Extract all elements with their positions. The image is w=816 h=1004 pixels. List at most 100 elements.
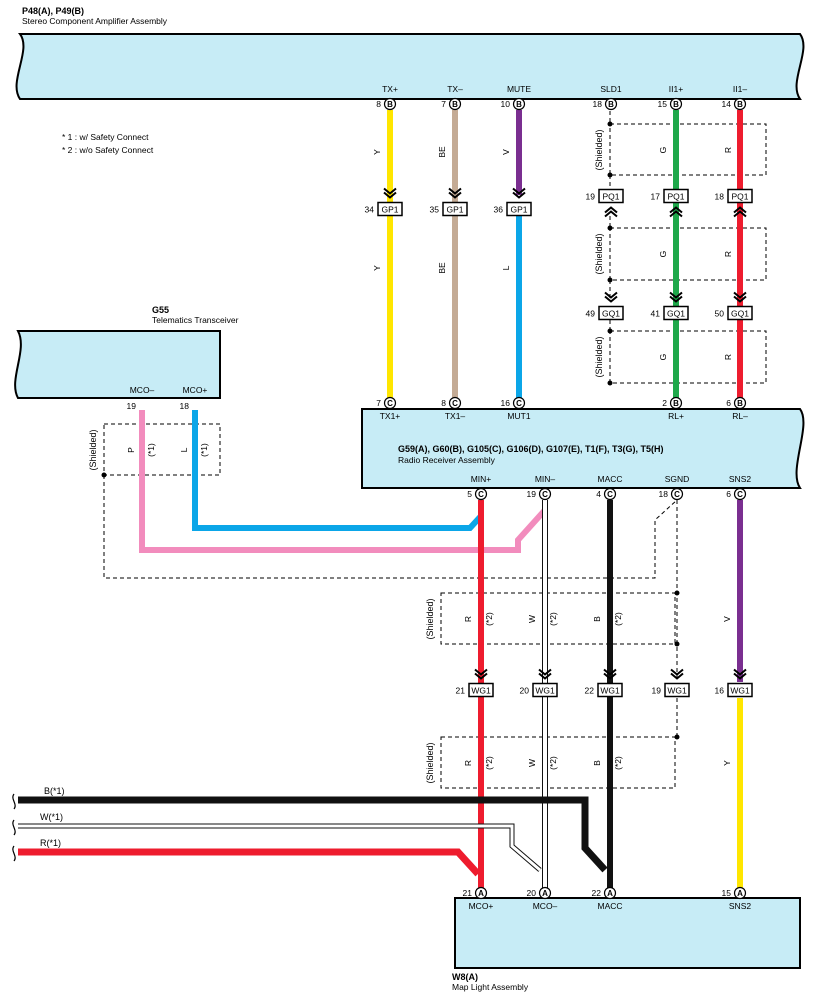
wire-ext-red xyxy=(18,848,481,877)
chevron-icon xyxy=(733,291,747,303)
chevron-icon xyxy=(512,187,526,199)
pin-number: 15 xyxy=(722,888,732,898)
pin-ring xyxy=(733,886,747,900)
pin-ring xyxy=(733,487,747,501)
pin-ring xyxy=(383,396,397,410)
junction-name: GQ1 xyxy=(731,309,749,319)
junction-box xyxy=(663,305,689,321)
pin-connector-letter: B xyxy=(452,100,458,109)
pin-label: MUTE xyxy=(507,84,531,94)
junction-box xyxy=(597,682,623,698)
pin-label: MIN– xyxy=(535,474,556,484)
junction-number: 18 xyxy=(715,192,725,202)
junction-box xyxy=(663,188,689,204)
pin-ring xyxy=(603,487,617,501)
junction-box xyxy=(727,305,753,321)
shield-joint-dot xyxy=(607,121,613,127)
pin-ring xyxy=(538,487,552,501)
note-label: (*1) xyxy=(199,443,209,457)
note-label: (*2) xyxy=(613,756,623,770)
junction-number: 49 xyxy=(586,309,596,319)
pin-label: MCO+ xyxy=(469,901,494,911)
pin-connector-letter: C xyxy=(607,490,613,499)
pin-label: TX1– xyxy=(445,411,466,421)
junction-name: PQ1 xyxy=(731,192,748,202)
junction-box xyxy=(727,188,753,204)
wire-color-label: BE xyxy=(437,146,447,158)
wire-color-label: W xyxy=(527,615,537,623)
wire-tele-mco-plus xyxy=(192,410,484,531)
pin-connector-letter: B xyxy=(673,399,679,408)
pin-ring xyxy=(383,97,397,111)
chevron-icon xyxy=(604,206,618,218)
pin-ring xyxy=(670,487,684,501)
pin-connector-letter: B xyxy=(737,399,743,408)
pin-label: MACC xyxy=(597,901,622,911)
junction-number: 19 xyxy=(586,192,596,202)
telematics-subtitle: Telematics Transceiver xyxy=(152,315,239,325)
wire-color-label: Y xyxy=(372,265,382,271)
shield-box xyxy=(609,330,767,384)
junction-name: GP1 xyxy=(381,205,398,215)
pin-ring xyxy=(474,487,488,501)
junction-name: WG1 xyxy=(730,686,750,696)
pin-number: 5 xyxy=(467,489,472,499)
pin-label: II1– xyxy=(733,84,747,94)
shield-label: (Shielded) xyxy=(594,129,604,170)
pin-number: 4 xyxy=(596,489,601,499)
junction-name: WG1 xyxy=(535,686,555,696)
pin-label: SGND xyxy=(665,474,690,484)
pin-ring xyxy=(538,886,552,900)
pin-number: 7 xyxy=(441,99,446,109)
wire-color-label: V xyxy=(501,149,511,155)
pin-connector-letter: A xyxy=(542,889,548,898)
junction-box xyxy=(468,682,494,698)
junction-name: PQ1 xyxy=(667,192,684,202)
pin-connector-letter: B xyxy=(673,100,679,109)
note-label: (*2) xyxy=(484,612,494,626)
junction-box xyxy=(598,305,624,321)
pin-connector-letter: C xyxy=(674,490,680,499)
pin-number: 19 xyxy=(527,489,537,499)
shield-box xyxy=(440,592,676,645)
pin-connector-letter: A xyxy=(607,889,613,898)
pin-ring xyxy=(604,97,618,111)
wire-color-label: R xyxy=(463,760,473,766)
junction-name: WG1 xyxy=(667,686,687,696)
pin-number: 8 xyxy=(441,398,446,408)
junction-number: 17 xyxy=(651,192,661,202)
radio-box xyxy=(361,408,805,489)
pin-connector-letter: B xyxy=(608,100,614,109)
shield-joint-dot xyxy=(607,225,613,231)
shield-joint-dot xyxy=(607,328,613,334)
shield-joint-dot xyxy=(674,734,680,740)
pin-label: SNS2 xyxy=(729,901,751,911)
wire-color-label: P xyxy=(126,447,136,453)
pin-ring xyxy=(669,97,683,111)
pin-number: 16 xyxy=(501,398,511,408)
pin-label: MCO– xyxy=(130,385,155,395)
pin-number: 20 xyxy=(527,888,537,898)
shield-label: (Shielded) xyxy=(88,429,98,470)
pin-number: 8 xyxy=(376,99,381,109)
pin-number: 10 xyxy=(501,99,511,109)
wire-ext-white xyxy=(18,824,541,872)
wire-ext-white-outline xyxy=(18,823,542,872)
pin-label: SNS2 xyxy=(729,474,751,484)
junction-box xyxy=(532,682,558,698)
junction-box xyxy=(506,201,532,217)
